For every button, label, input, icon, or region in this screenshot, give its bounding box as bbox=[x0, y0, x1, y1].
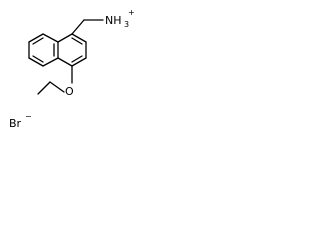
bond-c8a-c8 bbox=[42, 33, 59, 43]
bond-c8a-c1 bbox=[57, 33, 73, 43]
oxygen-label: O bbox=[65, 85, 74, 98]
nitrogen-label: NH bbox=[105, 14, 122, 27]
bond-c1-ch2 bbox=[71, 19, 85, 35]
counterion-label: Br bbox=[9, 117, 22, 130]
molecule-canvas: NH 3 + O Br − bbox=[0, 0, 190, 138]
bond-c1-c2 bbox=[71, 33, 87, 43]
double-bond-c8-c7 bbox=[32, 37, 44, 45]
nitrogen-h-count: 3 bbox=[124, 20, 129, 29]
bond-c6-c5 bbox=[28, 57, 44, 67]
bond-ch2-ch3 bbox=[37, 81, 51, 95]
double-bond-c6-c5 bbox=[32, 55, 44, 63]
bond-o-ch2 bbox=[49, 81, 65, 93]
bond-c3-c4 bbox=[71, 57, 87, 67]
bond-c4-c4a bbox=[57, 57, 73, 67]
double-bond-c3-c4 bbox=[71, 55, 83, 63]
double-bond-c1-c2 bbox=[71, 37, 83, 45]
molecule-structure: NH 3 + O Br − bbox=[9, 8, 135, 130]
nitrogen-charge: + bbox=[128, 8, 135, 17]
bond-c8-c7 bbox=[28, 33, 44, 43]
bond-c5-c4a bbox=[42, 57, 59, 67]
counterion-charge: − bbox=[25, 112, 32, 121]
